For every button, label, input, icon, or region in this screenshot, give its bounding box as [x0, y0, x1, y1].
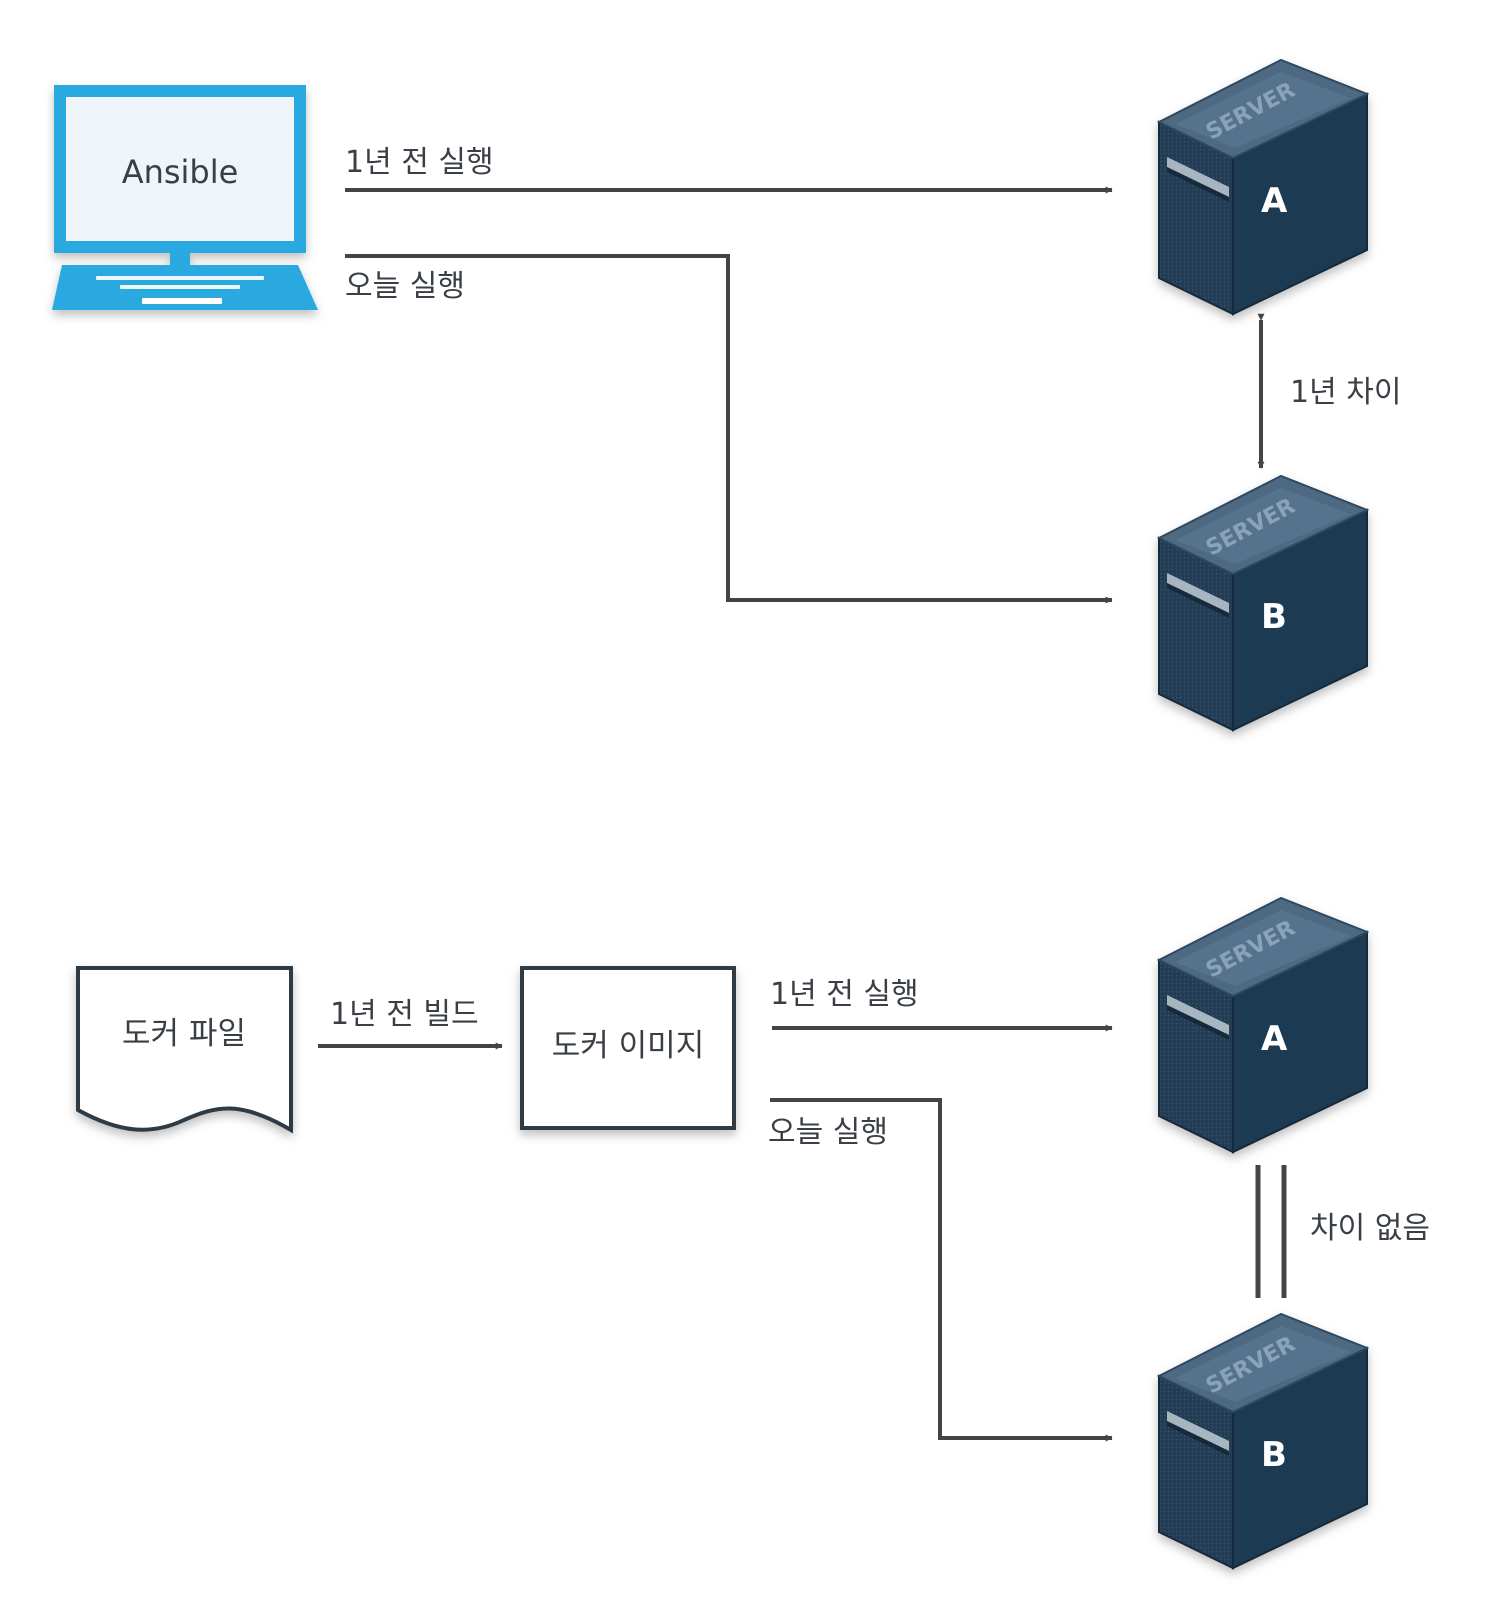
- server-a-bottom-icon: SERVER A: [1159, 898, 1367, 1152]
- server-b-label: B: [1261, 1435, 1287, 1475]
- label-run-today-docker: 오늘 실행: [768, 1115, 888, 1150]
- arrow-today-to-b: [345, 254, 1113, 604]
- server-a-label: A: [1261, 181, 1288, 221]
- server-a-label: A: [1261, 1019, 1288, 1059]
- server-b-bottom-icon: SERVER B: [1159, 1314, 1367, 1568]
- label-run-year-ago-docker: 1년 전 실행: [770, 977, 919, 1012]
- dockerfile-label: 도커 파일: [122, 1016, 246, 1052]
- server-b-label: B: [1261, 597, 1287, 637]
- label-build-year-ago: 1년 전 빌드: [330, 997, 479, 1032]
- server-b-top-icon: SERVER B: [1159, 476, 1367, 730]
- label-run-year-ago: 1년 전 실행: [345, 145, 494, 180]
- document-icon: [76, 966, 293, 1134]
- laptop-icon: [52, 85, 318, 310]
- server-a-top-icon: SERVER A: [1159, 60, 1367, 314]
- arrow-today-to-b-docker: [770, 1098, 1113, 1442]
- ansible-label: Ansible: [122, 153, 239, 191]
- equal-lines: [1255, 1165, 1287, 1298]
- label-difference: 1년 차이: [1290, 375, 1402, 410]
- docker-image-label: 도커 이미지: [552, 1028, 704, 1064]
- docker-image-box: [520, 966, 736, 1130]
- label-run-today: 오늘 실행: [345, 269, 465, 304]
- label-no-difference: 차이 없음: [1310, 1211, 1430, 1246]
